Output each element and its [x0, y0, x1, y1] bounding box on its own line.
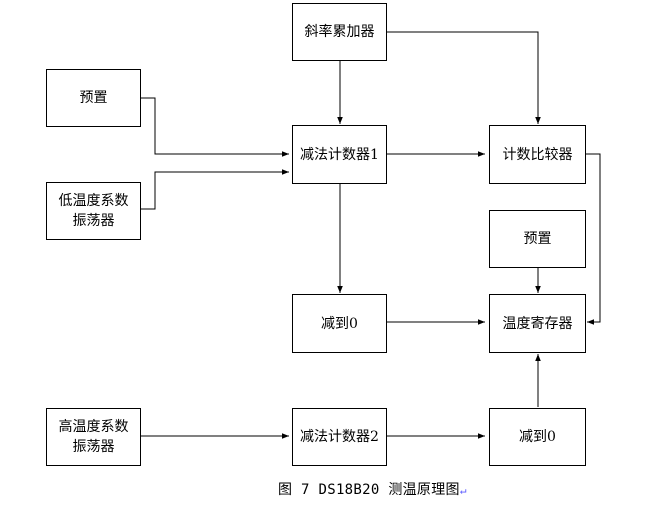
high-temp-oscillator-label: 高温度系数 振荡器 [59, 417, 129, 457]
temperature-register-box: 温度寄存器 [489, 294, 586, 353]
high-temp-oscillator-box: 高温度系数 振荡器 [46, 408, 141, 466]
zero-reached-1-label: 减到0 [321, 315, 358, 332]
arrow-lowosc-to-counter1 [140, 169, 289, 210]
figure-caption-text: 图 7 DS18B20 测温原理图 [278, 482, 460, 498]
low-temp-oscillator-line1: 低温度系数 [58, 193, 129, 209]
arrow-comparator-to-register [585, 153, 601, 325]
low-temp-oscillator-box: 低温度系数 振荡器 [46, 182, 141, 240]
high-temp-oscillator-line1: 高温度系数 [58, 419, 129, 435]
preset-right-label: 预置 [523, 231, 552, 247]
low-temp-oscillator-label: 低温度系数 振荡器 [59, 191, 129, 231]
temperature-register-label: 温度寄存器 [502, 315, 573, 332]
down-counter-2-label: 减法计数器2 [300, 429, 379, 445]
zero-reached-2-box: 减到0 [489, 408, 586, 466]
slope-accumulator-label: 斜率累加器 [304, 24, 375, 40]
paragraph-mark-icon: ↵ [459, 484, 467, 497]
down-counter-1-label: 减法计数器1 [300, 146, 379, 163]
count-comparator-label: 计数比较器 [502, 146, 573, 163]
arrow-slope-to-comparator [386, 31, 541, 124]
preset-right-box: 预置 [489, 210, 586, 268]
zero-reached-1-box: 减到0 [292, 294, 387, 353]
low-temp-oscillator-line2: 振荡器 [72, 213, 115, 229]
count-comparator-box: 计数比较器 [489, 125, 586, 184]
down-counter-2-box: 减法计数器2 [292, 408, 387, 466]
figure-caption: 图 7 DS18B20 测温原理图↵ [278, 479, 467, 499]
slope-accumulator-box: 斜率累加器 [292, 3, 387, 61]
zero-reached-2-label: 减到0 [519, 429, 556, 445]
preset-top-label: 预置 [79, 90, 108, 106]
arrow-preset-to-counter1 [140, 97, 289, 157]
down-counter-1-box: 减法计数器1 [292, 125, 387, 184]
high-temp-oscillator-line2: 振荡器 [72, 439, 115, 455]
preset-top-box: 预置 [46, 69, 141, 127]
